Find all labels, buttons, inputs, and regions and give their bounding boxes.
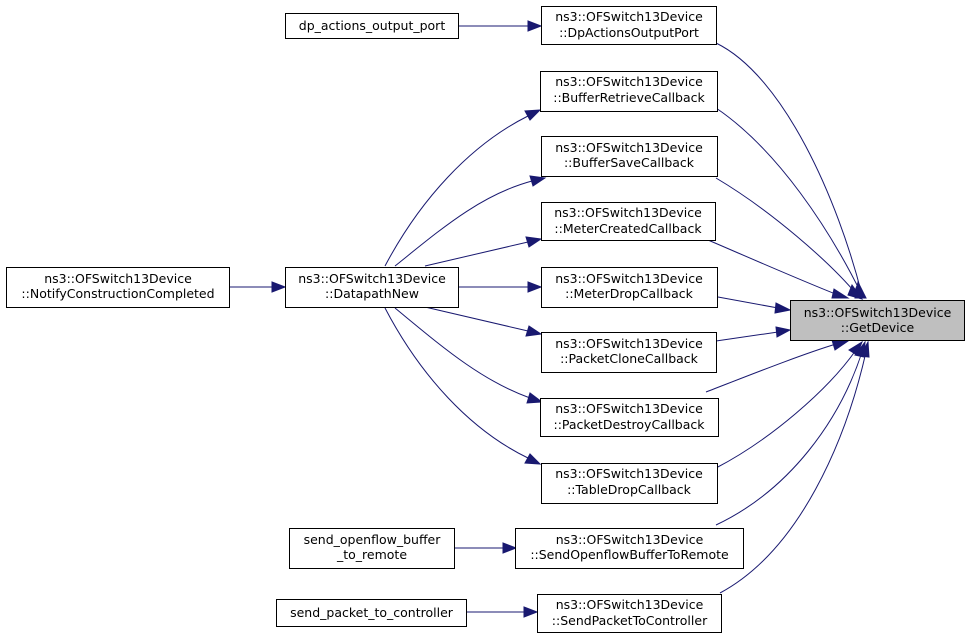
node-packet-destroy-callback[interactable]: ns3::OFSwitch13Device ::PacketDestroyCal…	[540, 398, 719, 437]
node-send-openflow-buffer-to-remote-method[interactable]: ns3::OFSwitch13Device ::SendOpenflowBuff…	[515, 528, 744, 569]
node-line: ::MeterDropCallback	[565, 286, 694, 301]
node-line: ::BufferRetrieveCallback	[553, 90, 705, 105]
node-send-openflow-buffer-to-remote-fn[interactable]: send_openflow_buffer _to_remote	[289, 528, 455, 569]
node-line: ::SendOpenflowBufferToRemote	[530, 547, 729, 562]
node-line: ::BufferSaveCallback	[564, 155, 695, 170]
node-meter-created-callback[interactable]: ns3::OFSwitch13Device ::MeterCreatedCall…	[541, 202, 716, 241]
edge-notify-to-datapathnew	[229, 281, 287, 293]
node-line: ::TableDropCallback	[567, 482, 692, 497]
edge-datapathnew-to-packetclone	[424, 306, 543, 337]
node-table-drop-callback[interactable]: ns3::OFSwitch13Device ::TableDropCallbac…	[541, 463, 718, 504]
edge-buffersave-to-getdevice	[715, 177, 864, 300]
edge-meterdrop-to-getdevice	[717, 296, 792, 314]
node-dp-actions-output-port-method[interactable]: ns3::OFSwitch13Device ::DpActionsOutputP…	[541, 6, 717, 45]
node-line: ns3::OFSwitch13Device	[554, 205, 702, 220]
node-packet-clone-callback[interactable]: ns3::OFSwitch13Device ::PacketCloneCallb…	[541, 332, 717, 373]
node-line: ns3::OFSwitch13Device	[556, 532, 704, 547]
edge-datapathnew-to-metercreated	[424, 236, 543, 267]
node-buffer-retrieve-callback[interactable]: ns3::OFSwitch13Device ::BufferRetrieveCa…	[540, 71, 718, 112]
node-line: send_packet_to_controller	[290, 605, 454, 620]
node-line: ns3::OFSwitch13Device	[555, 336, 703, 351]
node-line: _to_remote	[336, 547, 407, 562]
node-notify-construction-completed[interactable]: ns3::OFSwitch13Device ::NotifyConstructi…	[6, 267, 230, 308]
edge-bufferretrieve-to-getdevice	[715, 107, 865, 299]
node-line: ns3::OFSwitch13Device	[555, 140, 703, 155]
edge-dpfn-to-dpmethod	[459, 20, 543, 32]
edge-datapathnew-to-bufferretrieve	[384, 109, 542, 267]
edge-sendopenflow-to-getdevice	[715, 340, 866, 526]
node-datapath-new[interactable]: ns3::OFSwitch13Device ::DatapathNew	[285, 267, 459, 308]
edge-metercreated-to-getdevice	[707, 239, 850, 299]
node-line: ::SendPacketToController	[552, 613, 708, 628]
edge-packetclone-to-getdevice	[715, 326, 792, 342]
node-line: ns3::OFSwitch13Device	[44, 271, 192, 286]
node-line: ::PacketDestroyCallback	[554, 417, 706, 432]
node-send-packet-to-controller-fn[interactable]: send_packet_to_controller	[276, 599, 467, 627]
node-buffer-save-callback[interactable]: ns3::OFSwitch13Device ::BufferSaveCallba…	[541, 136, 718, 177]
edge-datapathnew-to-meterdrop	[459, 281, 543, 293]
edge-sendpacket-to-getdevice	[719, 340, 870, 594]
node-line: ns3::OFSwitch13Device	[555, 74, 703, 89]
node-line: ns3::OFSwitch13Device	[555, 466, 703, 481]
node-send-packet-to-controller-method[interactable]: ns3::OFSwitch13Device ::SendPacketToCont…	[537, 594, 722, 633]
edge-sendpacketfn-to-method	[467, 606, 539, 618]
node-line: ::DpActionsOutputPort	[559, 25, 699, 40]
node-line: ::DatapathNew	[325, 286, 419, 301]
edge-tabledrop-to-getdevice	[715, 340, 863, 469]
node-line: ::PacketCloneCallback	[560, 351, 699, 366]
node-line: ::GetDevice	[841, 320, 915, 335]
edge-datapathnew-to-tabledrop	[384, 307, 542, 465]
node-meter-drop-callback[interactable]: ns3::OFSwitch13Device ::MeterDropCallbac…	[541, 267, 718, 308]
node-line: ::MeterCreatedCallback	[554, 221, 702, 236]
node-line: ns3::OFSwitch13Device	[555, 271, 703, 286]
node-dp-actions-output-port-fn[interactable]: dp_actions_output_port	[285, 13, 459, 39]
node-line: dp_actions_output_port	[299, 18, 446, 33]
node-get-device[interactable]: ns3::OFSwitch13Device ::GetDevice	[790, 300, 965, 341]
edge-datapathnew-to-packetdestroy	[394, 307, 544, 404]
node-line: send_openflow_buffer	[304, 532, 442, 547]
node-line: ns3::OFSwitch13Device	[556, 597, 704, 612]
node-line: ns3::OFSwitch13Device	[298, 271, 446, 286]
edge-sendopenflowfn-to-method	[455, 542, 518, 554]
node-line: ns3::OFSwitch13Device	[555, 401, 703, 416]
node-line: ::NotifyConstructionCompleted	[21, 286, 214, 301]
edge-datapathnew-to-buffersave	[394, 175, 547, 267]
node-line: ns3::OFSwitch13Device	[804, 305, 952, 320]
node-line: ns3::OFSwitch13Device	[555, 9, 703, 24]
